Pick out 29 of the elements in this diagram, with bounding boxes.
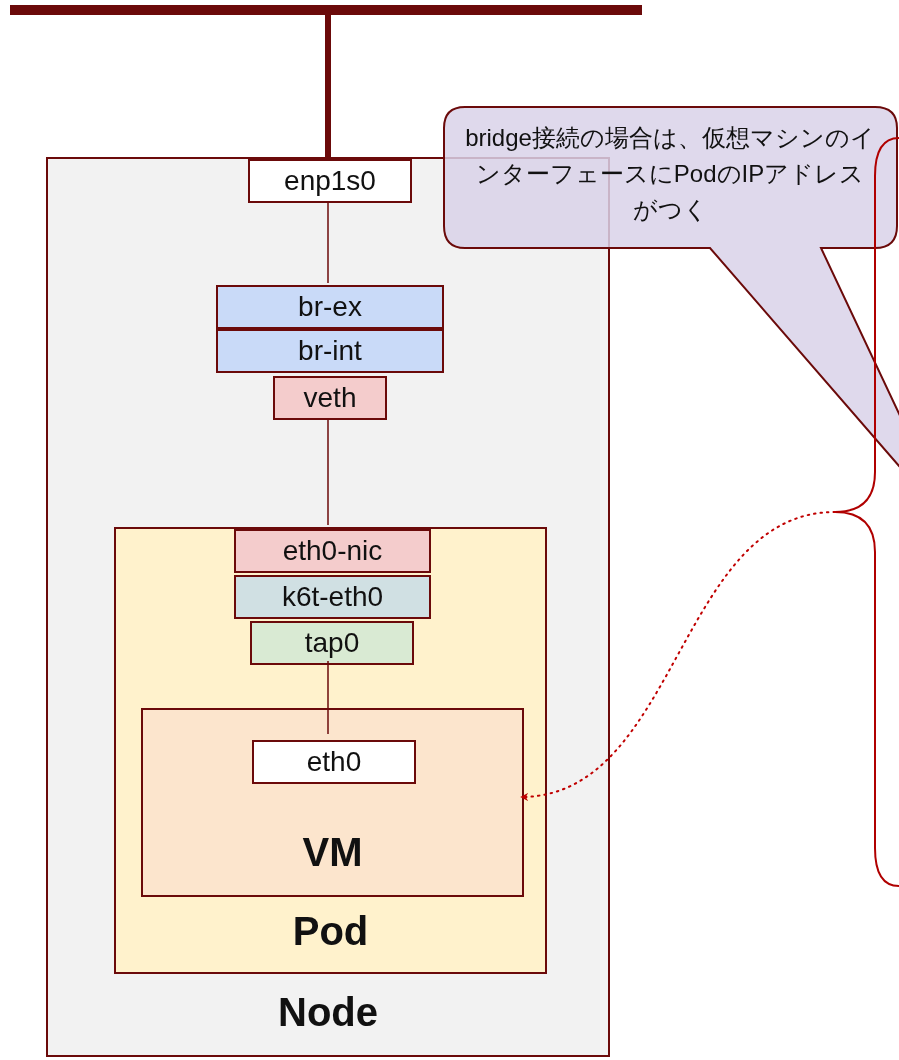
network-bar [10, 5, 642, 15]
vm-box [141, 708, 524, 897]
interface-box [248, 159, 412, 203]
callout-bubble [443, 106, 899, 466]
interface-label: br-ex [297, 291, 363, 323]
interface-label: k6t-eth0 [280, 581, 385, 613]
interface-label: eth0-nic [281, 535, 384, 567]
connector-line [327, 660, 329, 735]
interface-box [250, 621, 414, 665]
interface-label: veth [302, 382, 358, 414]
bridge-box [216, 285, 444, 329]
dotted-arrow [520, 511, 836, 800]
interface-label: tap0 [303, 627, 361, 659]
interface-box [234, 575, 431, 619]
interface-box [234, 529, 431, 573]
interface-box [273, 376, 387, 420]
container-label: Node [277, 989, 379, 1035]
connector-line [327, 417, 329, 526]
interface-label: br-int [297, 335, 363, 367]
container-label: Pod [291, 908, 370, 954]
connector-line [327, 200, 329, 284]
pod-box [114, 527, 547, 974]
callout-text: bridge接続の場合は、仮想マシンのインターフェースにPodのIPアドレスがつく [465, 123, 875, 225]
container-label: VM [301, 829, 364, 875]
connector-line [325, 15, 331, 157]
interface-box [252, 740, 416, 784]
interface-label: eth0 [305, 746, 363, 778]
interface-label: enp1s0 [283, 165, 377, 197]
bridge-box [216, 329, 444, 373]
